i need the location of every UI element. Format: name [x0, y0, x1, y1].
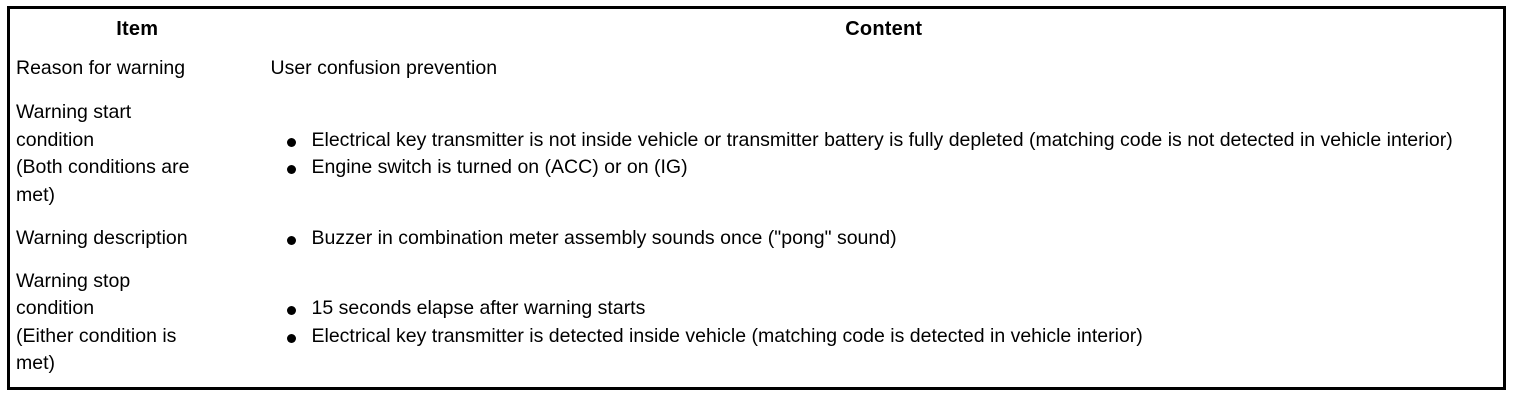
table-row: Reason for warning User confusion preven…	[9, 50, 1505, 89]
row-label-text: Warning stop condition (Either condition…	[16, 269, 177, 375]
column-header-item: Item	[116, 18, 159, 41]
bullet-dot-icon	[286, 137, 296, 147]
bullet-dot-icon	[286, 236, 296, 246]
row-label-cell: Warning start condition (Both conditions…	[9, 89, 265, 220]
list-item: Engine switch is turned on (ACC) or on (…	[286, 154, 1494, 182]
row-content-cell: Electrical key transmitter is not inside…	[265, 89, 1505, 220]
row-content-cell: Buzzer in combination meter assembly sou…	[265, 220, 1505, 259]
row-content-text: User confusion prevention	[270, 57, 498, 80]
table-header: Item Content	[9, 8, 1505, 50]
bullet-list: Electrical key transmitter is not inside…	[265, 127, 1504, 182]
bullet-list: 15 seconds elapse after warning starts E…	[265, 295, 1504, 350]
row-label-cell: Reason for warning	[9, 50, 265, 89]
list-item-text: Electrical key transmitter is detected i…	[311, 324, 1143, 347]
list-item: Electrical key transmitter is detected i…	[286, 323, 1494, 351]
list-item-text: 15 seconds elapse after warning starts	[311, 297, 646, 320]
row-content-cell: User confusion prevention	[265, 50, 1505, 89]
table-row: Warning start condition (Both conditions…	[9, 89, 1505, 220]
list-item-text: Buzzer in combination meter assembly sou…	[311, 227, 897, 250]
bullet-dot-icon	[286, 165, 296, 174]
table-header-row: Item Content	[9, 8, 1505, 50]
bullet-dot-icon	[286, 333, 296, 343]
row-label-cell: Warning stop condition (Either condition…	[9, 259, 265, 389]
list-item: Electrical key transmitter is not inside…	[286, 127, 1494, 155]
list-item-text: Electrical key transmitter is not inside…	[311, 128, 1453, 151]
table-row: Warning stop condition (Either condition…	[9, 259, 1505, 389]
table-body: Reason for warning User confusion preven…	[9, 50, 1505, 389]
row-label-text: Reason for warning	[16, 57, 186, 80]
row-label-text: Warning description	[16, 227, 188, 250]
table-row: Warning description Buzzer in combinatio…	[9, 220, 1505, 259]
warning-specification-table: Item Content Reason for warning User con…	[7, 6, 1506, 390]
row-label-cell: Warning description	[9, 220, 265, 259]
row-content-cell: 15 seconds elapse after warning starts E…	[265, 259, 1505, 389]
list-item-text: Engine switch is turned on (ACC) or on (…	[311, 156, 688, 178]
list-item: Buzzer in combination meter assembly sou…	[286, 225, 1494, 253]
bullet-dot-icon	[286, 306, 296, 316]
column-header-content: Content	[845, 18, 923, 41]
bullet-list: Buzzer in combination meter assembly sou…	[265, 225, 1504, 253]
list-item: 15 seconds elapse after warning starts	[286, 295, 1494, 323]
row-label-text: Warning start condition (Both conditions…	[16, 101, 190, 206]
